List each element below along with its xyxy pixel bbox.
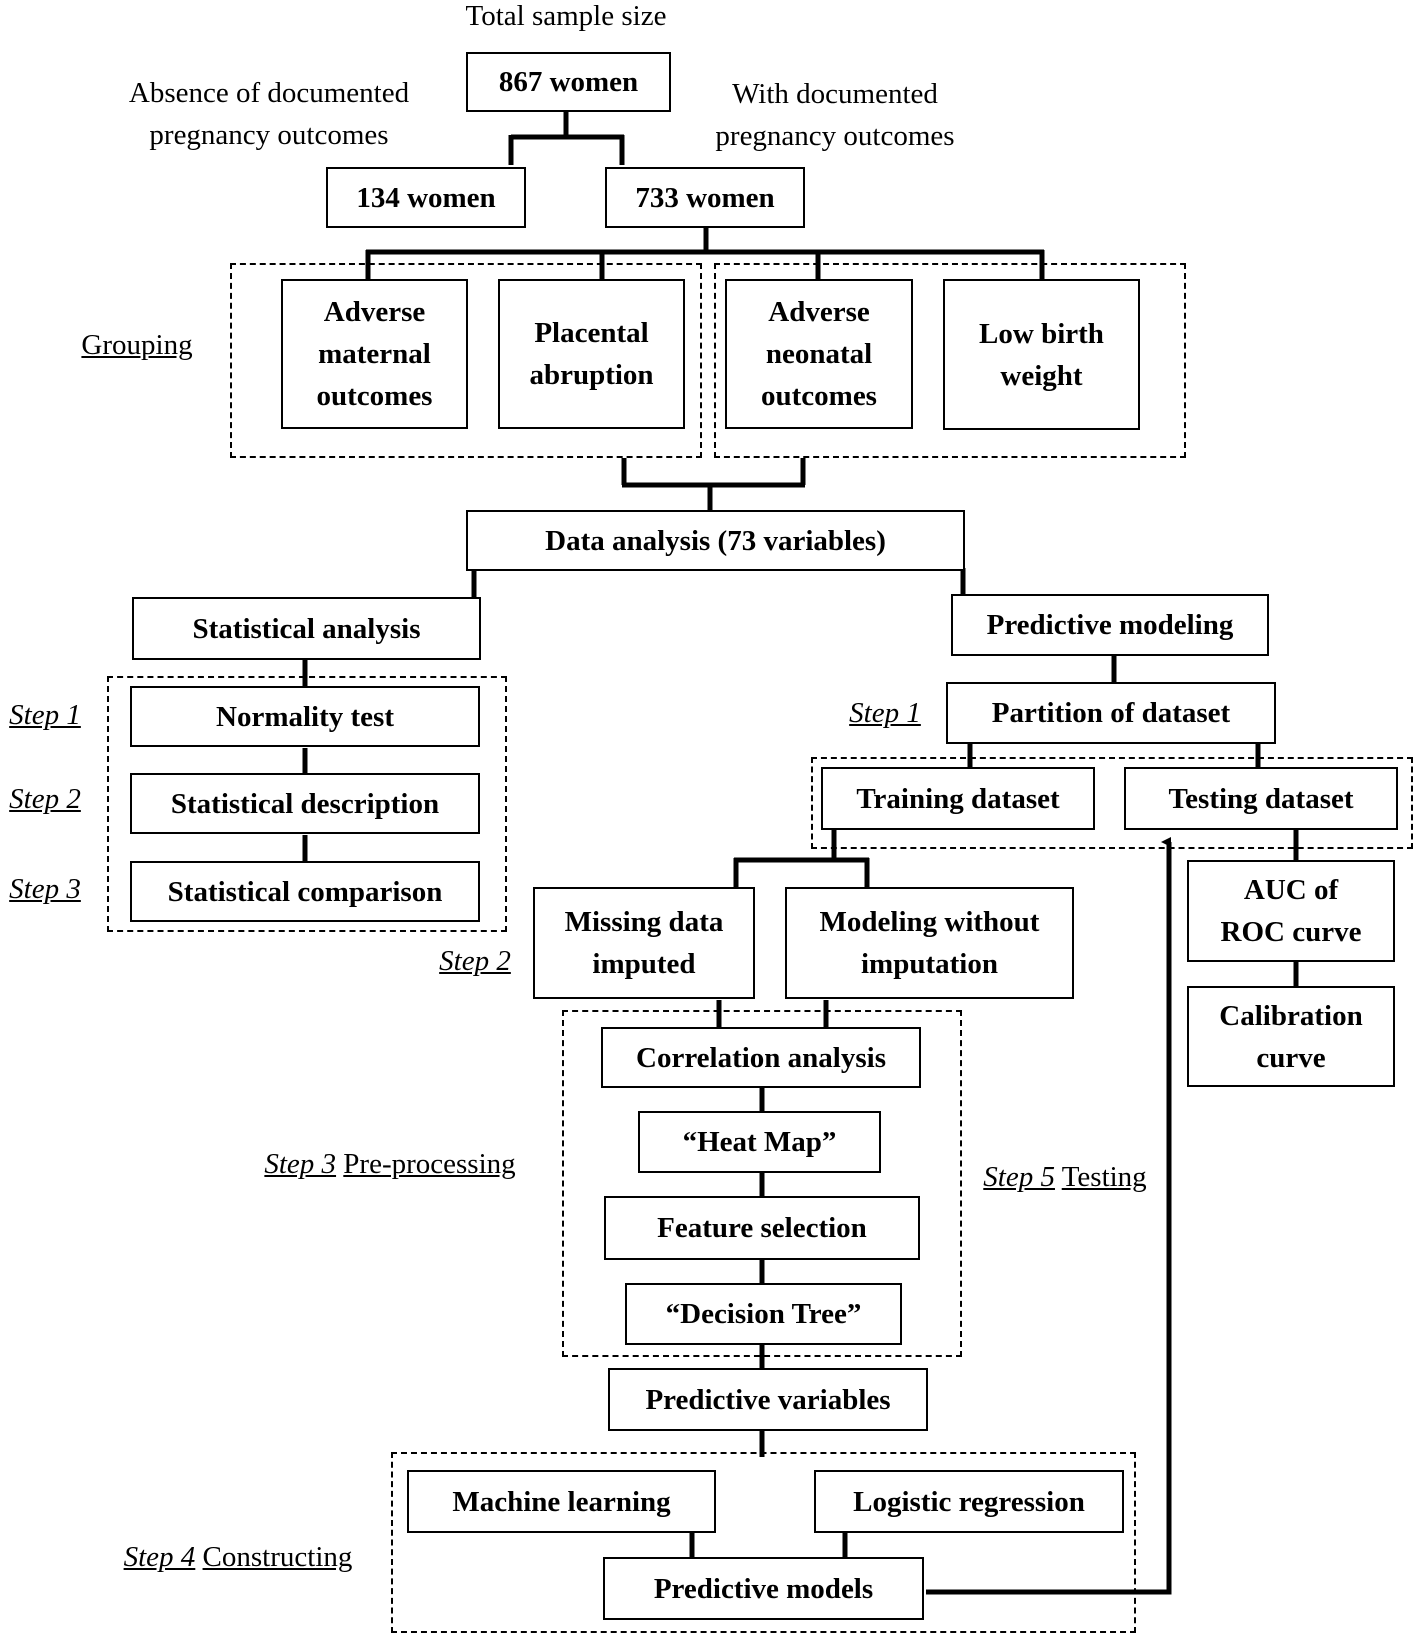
group-low-birth-weight: Low birth weight	[943, 279, 1140, 430]
step4-label: Step 4	[123, 1541, 196, 1573]
testing-dataset-box: Testing dataset	[1124, 767, 1398, 830]
pred-step2-label: Step 2	[439, 945, 511, 977]
total-sample-label: Total sample size	[465, 0, 667, 32]
stat-step2-label: Step 2	[9, 783, 81, 815]
modeling-without-imputation-box: Modeling without imputation	[785, 887, 1074, 999]
testing-text: Testing	[1061, 1161, 1147, 1193]
group-adverse-neonatal: Adverse neonatal outcomes	[725, 279, 913, 429]
pred-step1-label: Step 1	[849, 697, 921, 729]
step4-constructing-label: Step 4 Constructing	[108, 1536, 368, 1578]
grouping-frame-left	[230, 263, 702, 458]
data-analysis-box: Data analysis (73 variables)	[466, 510, 965, 571]
grouping-label: Grouping	[81, 329, 193, 361]
machine-learning-box: Machine learning	[407, 1470, 716, 1533]
heat-map-box: “Heat Map”	[638, 1111, 881, 1173]
calibration-curve-box: Calibration curve	[1187, 986, 1395, 1087]
stat-step1-label: Step 1	[9, 699, 81, 731]
statistical-analysis-box: Statistical analysis	[132, 597, 481, 660]
with-women-box: 733 women	[605, 167, 805, 228]
partition-dataset-box: Partition of dataset	[946, 682, 1276, 744]
statistical-comparison-box: Statistical comparison	[130, 861, 480, 922]
group-placental-abruption: Placental abruption	[498, 279, 685, 429]
statistical-description-box: Statistical description	[130, 773, 480, 834]
predictive-modeling-box: Predictive modeling	[951, 594, 1269, 656]
feature-selection-box: Feature selection	[604, 1196, 920, 1260]
preprocessing-text: Pre-processing	[343, 1148, 516, 1180]
step3-preprocessing-label: Step 3 Pre-processing	[245, 1143, 535, 1185]
preprocessing-frame	[562, 1010, 962, 1357]
absence-outcomes-label: Absence of documented pregnancy outcomes	[128, 77, 410, 151]
partition-frame	[811, 757, 1413, 849]
training-dataset-box: Training dataset	[821, 767, 1095, 830]
grouping-frame-right	[714, 263, 1186, 458]
correlation-analysis-box: Correlation analysis	[601, 1027, 921, 1088]
decision-tree-box: “Decision Tree”	[625, 1283, 902, 1345]
missing-data-imputed-box: Missing data imputed	[533, 887, 755, 999]
statistical-steps-frame	[107, 676, 507, 932]
step5-label: Step 5	[983, 1161, 1055, 1193]
group-adverse-maternal: Adverse maternal outcomes	[281, 279, 468, 429]
step5-testing-label: Step 5 Testing	[965, 1156, 1165, 1198]
stat-step3-label: Step 3	[9, 873, 81, 905]
step3-label: Step 3	[264, 1148, 337, 1180]
logistic-regression-box: Logistic regression	[814, 1470, 1124, 1533]
auc-roc-box: AUC of ROC curve	[1187, 860, 1395, 962]
constructing-text: Constructing	[202, 1541, 353, 1573]
constructing-frame	[391, 1452, 1136, 1633]
with-outcomes-label: With documented pregnancy outcomes	[715, 78, 955, 152]
absent-women-box: 134 women	[326, 167, 526, 228]
predictive-variables-box: Predictive variables	[608, 1368, 928, 1431]
total-women-box: 867 women	[466, 52, 671, 112]
normality-test-box: Normality test	[130, 686, 480, 747]
predictive-models-box: Predictive models	[603, 1557, 924, 1620]
